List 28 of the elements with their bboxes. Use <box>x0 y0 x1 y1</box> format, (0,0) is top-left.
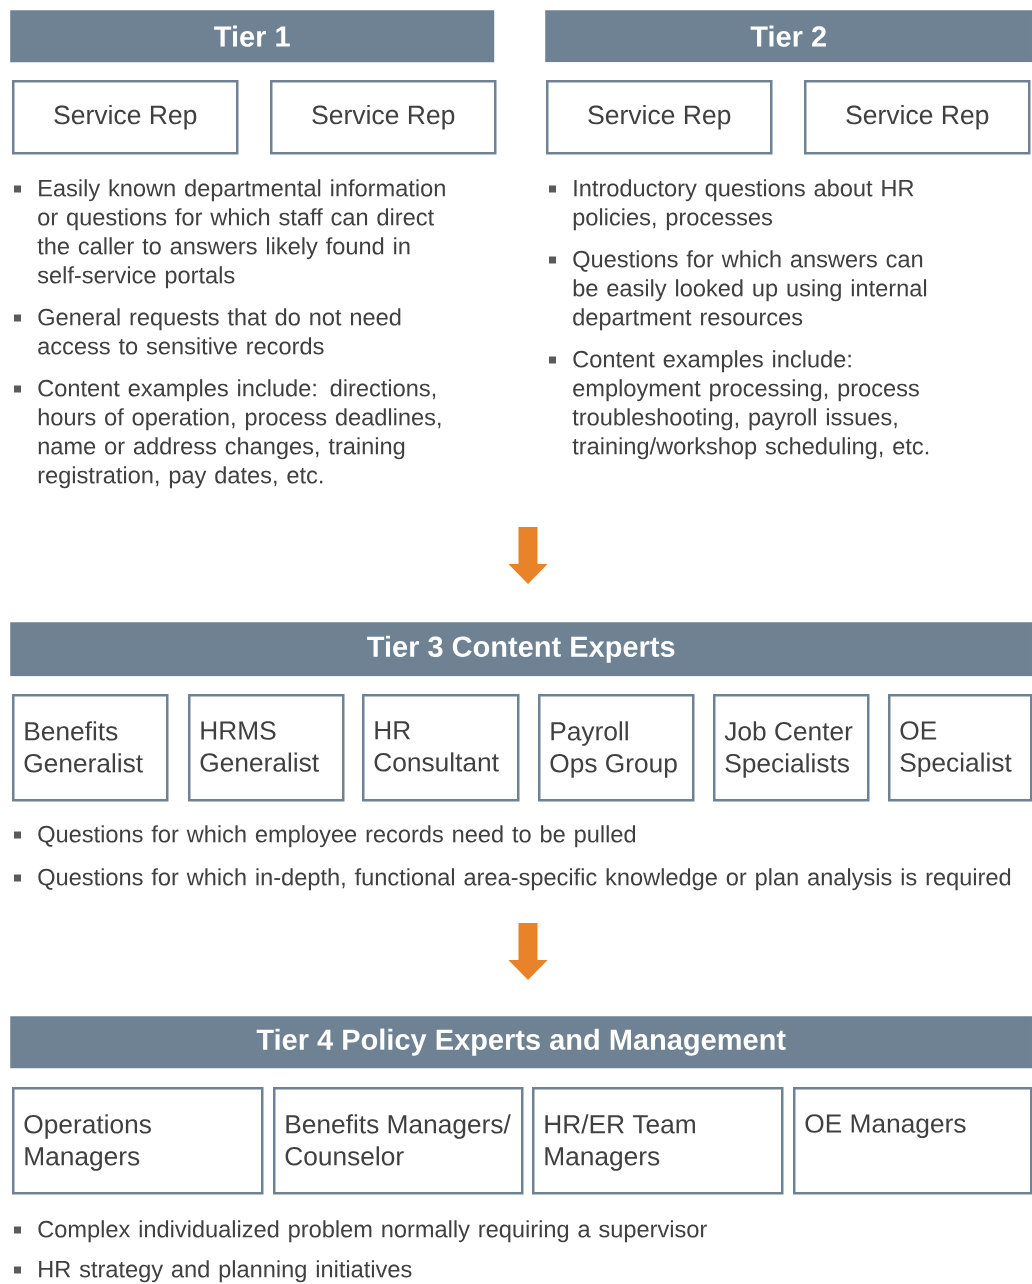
tier-header: Tier 4 Policy Experts and Management <box>10 1016 1032 1069</box>
bullet-item: Content examples include: employment processing, process troubleshooting, payroll issues, training/workshop scheduling, etc. <box>549 350 929 460</box>
bullet-item: Questions for which in-depth, functional area-specific knowledge or plan analysis is required <box>14 868 1011 891</box>
role-box: HR Consultant <box>362 694 520 802</box>
bullet-item: HR strategy and planning initiatives <box>14 1260 412 1283</box>
bullet-item: Easily known departmental information or questions for which staff can direct the caller to answers likely found in self-service portals <box>14 179 445 289</box>
bullet-item: Questions for which employee records need to be pulled <box>14 825 636 848</box>
role-box: Service Rep <box>12 80 239 155</box>
role-box: Operations Managers <box>12 1087 264 1195</box>
bullet-item: Questions for which answers can be easily looked up using internal department resources <box>549 250 927 331</box>
tier-header: Tier 2 <box>545 10 1032 63</box>
role-box: Payroll Ops Group <box>538 694 695 802</box>
bullet-item: Content examples include: directions, hours of operation, process deadlines, name or address changes, training registration, pay dates, etc. <box>14 379 441 489</box>
role-box: Benefits Generalist <box>12 694 169 802</box>
tier-header: Tier 1 <box>10 10 495 63</box>
tier-header: Tier 3 Content Experts <box>10 622 1032 677</box>
role-box: OE Specialist <box>888 694 1032 802</box>
role-box: OE Managers <box>793 1087 1032 1195</box>
role-box: Benefits Managers/ Counselor <box>273 1087 524 1195</box>
role-box: HR/ER Team Managers <box>532 1087 784 1195</box>
role-box: Job Center Specialists <box>713 694 870 802</box>
role-box: Service Rep <box>546 80 773 155</box>
role-box: Service Rep <box>270 80 497 155</box>
role-box: Service Rep <box>804 80 1031 155</box>
bullet-item: Complex individualized problem normally requiring a supervisor <box>14 1220 707 1243</box>
bullet-item: Introductory questions about HR policies, processes <box>549 179 914 231</box>
role-box: HRMS Generalist <box>188 694 345 802</box>
bullet-item: General requests that do not need access to sensitive records <box>14 308 401 355</box>
